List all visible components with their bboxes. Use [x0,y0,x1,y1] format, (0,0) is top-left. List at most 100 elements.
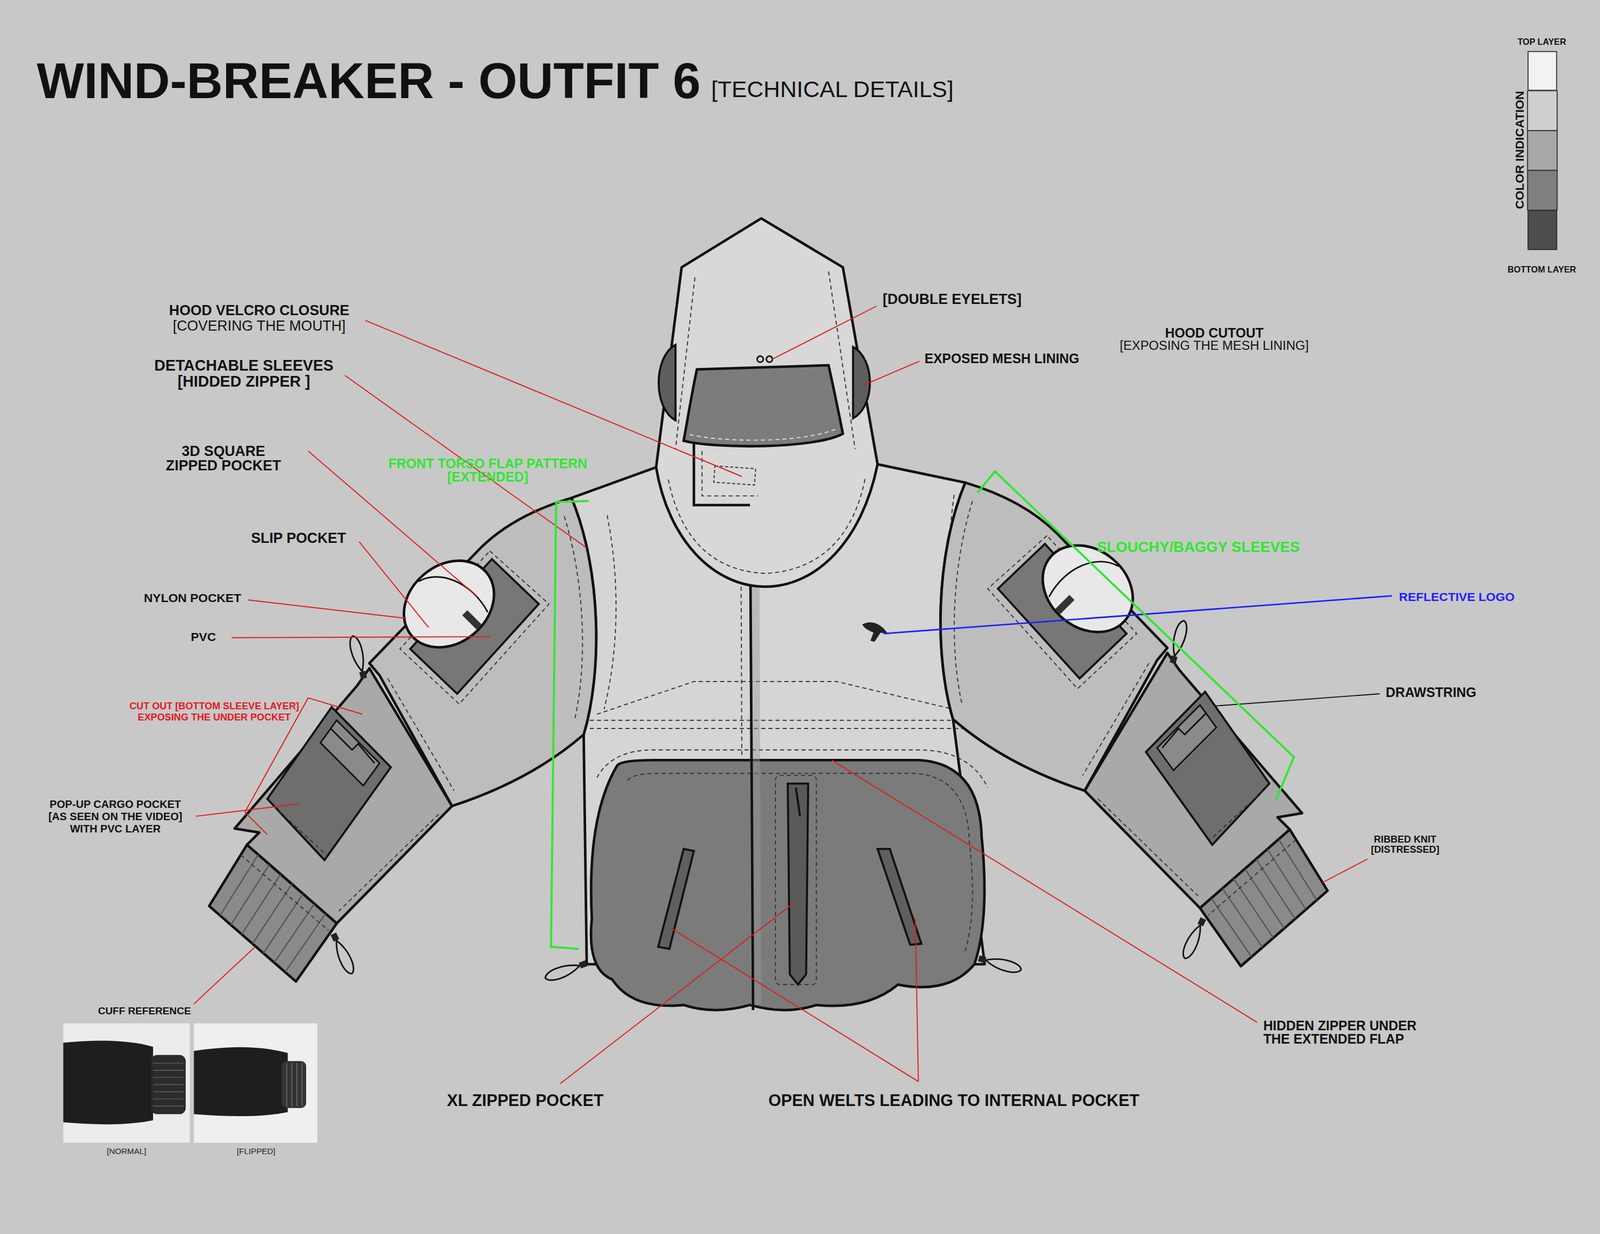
text-line: 3D SQUARE [165,444,282,459]
leader-line [862,361,920,386]
cuff-photo [153,1098,184,1100]
cuff-photo [153,1069,184,1071]
legend-scale [1527,90,1557,131]
text-line: FRONT TORSO FLAP PATTERN [388,457,588,471]
callout-label: DETACHABLE SLEEVES [HIDDED ZIPPER ] [154,356,334,390]
flap-stitch [689,428,837,441]
xl-pouch [590,760,985,1011]
callout-label: 3D SQUARE ZIPPED POCKET [165,444,282,474]
sleeve-left [209,498,597,982]
leader-line [883,595,1392,634]
leader-line [345,375,587,548]
leader-line [671,928,919,1082]
sleeve-bracket [977,471,1294,802]
page-title: WIND-BREAKER - OUTFIT 6 [36,55,701,106]
leader-line [194,306,1368,1084]
callout-label: [NORMAL] [106,1148,147,1157]
cuff-photo [153,1091,184,1093]
zipped-pocket-outline [775,775,817,985]
leader-line [358,541,429,628]
callout-label: RIBBED KNIT [DISTRESSED] [1370,834,1439,855]
side-stitch [604,515,616,710]
drawstring-toggle [578,960,588,969]
cuff-photo [63,1040,154,1125]
leader-line [915,918,919,1082]
leader-line [195,804,298,817]
reflective-logo [862,622,890,643]
cuff-photo [286,1063,303,1107]
mouth-flap [683,365,843,447]
collar-stitch [668,477,866,574]
leader-line [248,600,407,619]
callout-label: CUT OUT [BOTTOM SLEEVE LAYER] EXPOSING T… [129,701,300,724]
callout-label: SLOUCHY/BAGGY SLEEVES [1097,539,1300,555]
cuff-photo [153,1063,184,1107]
leader-line [231,636,490,638]
welt-opening [658,849,694,950]
callout-label: HOOD VELCRO CLOSURE [169,303,350,318]
cuff-photo [281,1061,307,1109]
cuff-photo [301,1063,303,1107]
drawstring-toggle [984,955,1023,975]
callout-label: XL ZIPPED POCKET [446,1093,604,1110]
text-line: POP-UP CARGO POCKET [48,798,183,811]
text-line: HIDDEN ZIPPER UNDER [1263,1019,1417,1033]
callout-label: DRAWSTRING [1385,685,1477,700]
callout-label: REFLECTIVE LOGO [1398,590,1515,603]
cuff-photo [63,1023,190,1143]
callout-label: FRONT TORSO FLAP PATTERN [EXTENDED] [388,457,588,484]
drawstring-toggle [977,953,1023,975]
eyelet [766,356,773,363]
leader-line [194,947,256,1005]
cuff-photo [153,1105,184,1107]
cuff-photo [153,1076,184,1078]
callout-label: COLOR INDICATION [1513,90,1526,210]
callout-label: [TECHNICAL DETAILS] [711,78,954,102]
legend-scale [1527,130,1557,171]
text-line: [AS SEEN ON THE VIDEO] [48,810,183,823]
yoke-stitch [596,681,975,715]
callout-label: HIDDEN ZIPPER UNDER THE EXTENDED FLAP [1263,1019,1417,1046]
callout-label: SLIP POCKET [251,530,347,546]
drawstring-toggle [978,955,987,964]
callout-label: HOOD CUTOUT [1164,326,1264,340]
mesh-cutout [852,347,870,419]
cuff-photo [194,1023,318,1143]
text-line: [HIDDED ZIPPER ] [154,373,334,390]
text-line: WITH PVC LAYER [48,822,183,836]
leader-line [831,760,1258,1023]
callout-label: OPEN WELTS LEADING TO INTERNAL POCKET [768,1093,1140,1110]
text-line: THE EXTENDED FLAP [1263,1032,1417,1046]
mesh-cutout [658,345,676,421]
flap-bracket [550,500,589,949]
text-line: CUT OUT [BOTTOM SLEEVE LAYER] [129,701,300,712]
cuff-photo [63,1023,318,1143]
cuff-photo [150,1054,186,1115]
text-line: [DISTRESSED] [1370,844,1439,855]
legend-scale [1527,90,1557,211]
leader-line [560,902,794,1084]
callout-label: [FLIPPED] [236,1148,276,1157]
leader-line [772,306,877,359]
text-line: DETACHABLE SLEEVES [154,356,334,374]
legend-swatch [1527,210,1557,251]
cuff-photo [296,1063,298,1107]
leader-line [1322,859,1368,883]
callout-label: [DOUBLE EYELETS] [882,291,1022,307]
drawstring-toggle [543,960,582,984]
cuff-photo [286,1063,288,1107]
text-line: ZIPPED POCKET [165,458,282,473]
callout-label: POP-UP CARGO POCKET [AS SEEN ON THE VIDE… [48,798,183,836]
text-line: [EXTENDED] [388,470,588,484]
cuff-photo [291,1063,293,1107]
legend-label: TOP LAYER [1517,37,1566,46]
zip-flap-stitch [701,451,758,496]
callout-label: [EXPOSING THE MESH LINING] [1120,340,1309,354]
callout-label: NYLON POCKET [144,591,242,604]
yoke-stitch [589,728,978,730]
drawstring-toggle [543,958,589,984]
zipper-pull [795,787,800,817]
yoke-stitch [589,720,978,722]
